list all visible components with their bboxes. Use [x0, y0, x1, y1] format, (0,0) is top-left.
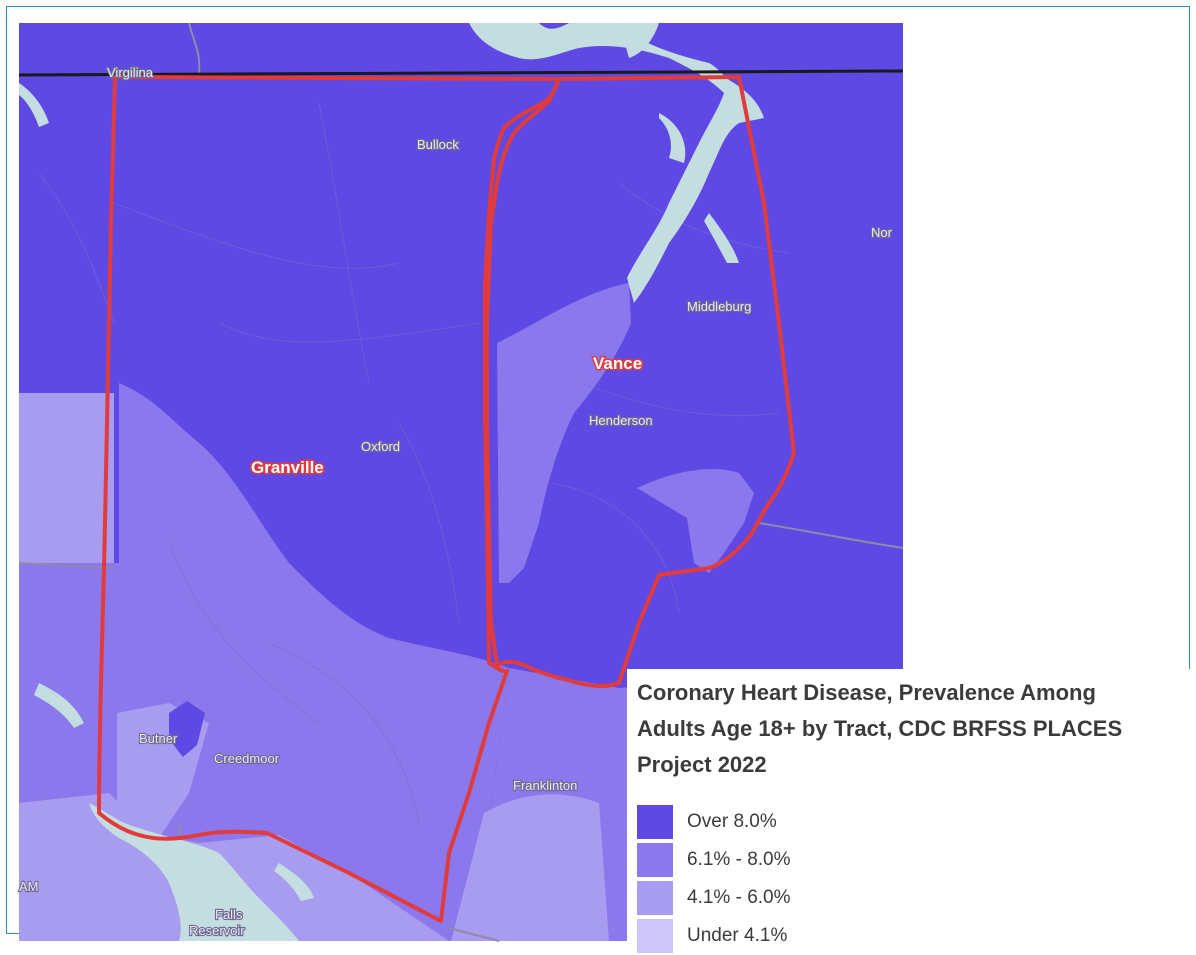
tract-zone-high-butner[interactable]: [169, 701, 205, 757]
legend-title-line-1: Coronary Heart Disease, Prevalence Among: [637, 680, 1096, 705]
legend-label: 6.1% - 8.0%: [687, 849, 791, 870]
vance-boundary[interactable]: [485, 75, 796, 688]
place-am-partial[interactable]: AM: [18, 878, 40, 895]
county-label-vance[interactable]: Vance: [592, 353, 644, 375]
legend-item-under-4[interactable]: Under 4.1%: [637, 917, 791, 955]
legend-label: Over 8.0%: [687, 811, 777, 832]
place-middleburg[interactable]: Middleburg: [686, 298, 753, 315]
legend-swatch: [637, 881, 673, 915]
place-henderson[interactable]: Henderson: [588, 412, 654, 429]
place-butner[interactable]: Butner: [138, 730, 179, 747]
place-creedmoor[interactable]: Creedmoor: [213, 750, 281, 767]
place-virgilina[interactable]: Virgilina: [106, 64, 155, 81]
map-frame: Virgilina Bullock Middleburg Henderson O…: [6, 6, 1195, 953]
legend-label: 4.1% - 6.0%: [687, 887, 791, 908]
place-labels: Virgilina Bullock Middleburg Henderson O…: [18, 64, 894, 939]
legend-swatch: [637, 843, 673, 877]
granville-boundary[interactable]: [97, 75, 561, 923]
state-line: [18, 69, 904, 77]
legend-label: Under 4.1%: [687, 925, 788, 946]
kerr-lake: [469, 23, 764, 303]
tract-zone-low-west[interactable]: [19, 393, 114, 563]
county-label-granville[interactable]: Granville: [250, 457, 326, 479]
legend-title-line-2: Adults Age 18+ by Tract, CDC BRFSS PLACE…: [637, 716, 1123, 741]
place-oxford[interactable]: Oxford: [360, 438, 401, 455]
legend-title-line-3: Project 2022: [637, 752, 767, 777]
map-legend: Coronary Heart Disease, Prevalence Among…: [627, 669, 1195, 953]
tract-zone-medium-vance-east[interactable]: [637, 468, 754, 573]
legend-item-over-8[interactable]: Over 8.0%: [637, 803, 791, 841]
tract-zone-medium-vance-west[interactable]: [497, 283, 631, 583]
choropleth-map[interactable]: Virgilina Bullock Middleburg Henderson O…: [18, 22, 904, 942]
legend-swatch: [637, 919, 673, 953]
legend-title: Coronary Heart Disease, Prevalence Among…: [637, 675, 1192, 783]
place-norlina-partial[interactable]: Nor: [870, 224, 894, 241]
place-franklinton[interactable]: Franklinton: [512, 777, 579, 794]
county-boundaries: [97, 75, 796, 923]
place-reservoir[interactable]: Reservoir: [188, 922, 246, 939]
tract-zone-low-franklinton[interactable]: [451, 794, 609, 941]
legend-items: Over 8.0% 6.1% - 8.0% 4.1% - 6.0% Under …: [637, 803, 791, 955]
place-bullock[interactable]: Bullock: [416, 136, 461, 153]
place-falls[interactable]: Falls: [214, 906, 244, 923]
legend-swatch: [637, 805, 673, 839]
legend-item-6-8[interactable]: 6.1% - 8.0%: [637, 841, 791, 879]
legend-item-4-6[interactable]: 4.1% - 6.0%: [637, 879, 791, 917]
